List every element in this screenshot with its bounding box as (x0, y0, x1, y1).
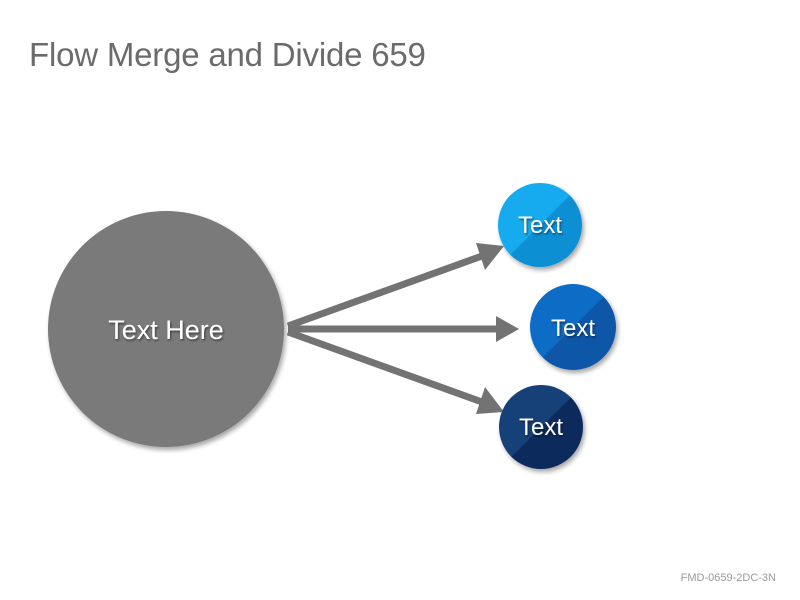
target-circle-3 (499, 385, 583, 469)
slide-title: Flow Merge and Divide 659 (29, 36, 426, 73)
target-node-2: Text (530, 284, 616, 370)
target-label-3: Text (519, 414, 563, 441)
source-circle (48, 211, 284, 447)
footer-code: FMD-0659-2DC-3N (680, 572, 776, 584)
arrows (286, 243, 519, 414)
source-label: Text Here (108, 315, 224, 345)
arrow-head-2 (496, 316, 519, 342)
target-label-1: Text (518, 212, 562, 239)
target-node-3: Text (499, 385, 583, 469)
arrow-to-target-3 (286, 328, 484, 406)
target-circle-2 (530, 284, 616, 370)
target-label-2: Text (551, 315, 595, 342)
arrow-to-target-1 (286, 252, 484, 330)
arrow-head-1 (476, 243, 504, 270)
arrow-head-3 (476, 387, 504, 414)
target-node-1: Text (498, 183, 582, 267)
source-node: Text Here (48, 211, 284, 447)
target-circle-1 (498, 183, 582, 267)
